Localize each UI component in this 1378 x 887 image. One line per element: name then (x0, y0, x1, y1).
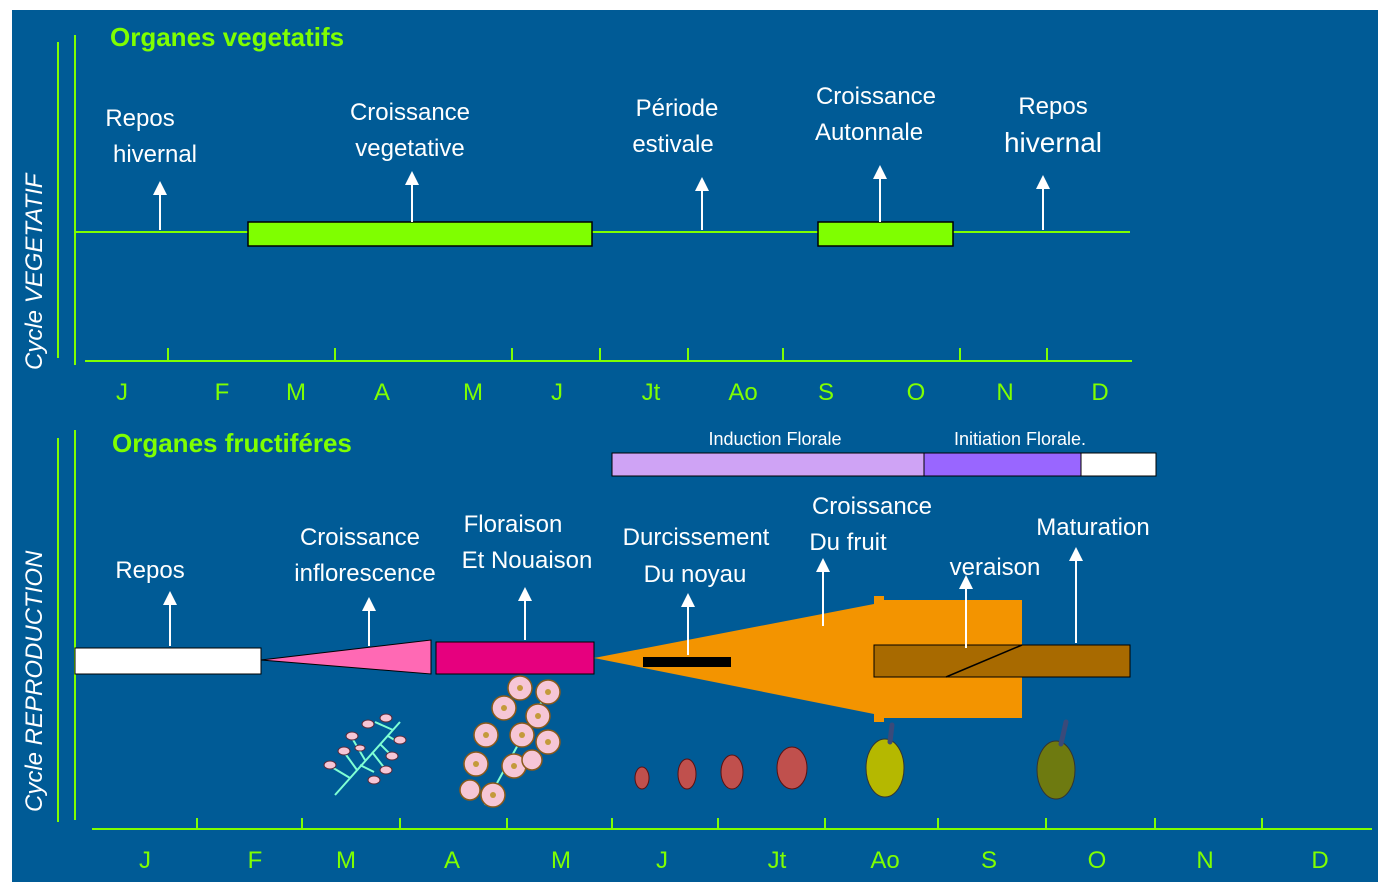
month-label: D (1091, 379, 1108, 406)
month-label: M (551, 847, 571, 874)
month-label: S (981, 847, 997, 874)
veg-stage-label: estivale (632, 131, 713, 158)
month-label: Ao (728, 379, 757, 406)
repro-stage-label: veraison (950, 554, 1041, 581)
bar-croissance-automnale (818, 222, 953, 246)
bar-maturation (874, 645, 1130, 677)
repro-stage-label: Croissance (300, 524, 420, 551)
repro-stage-label: Du fruit (809, 529, 887, 556)
repro-stage-label: Du noyau (644, 561, 747, 588)
heading-vegetative: Organes vegetatifs (110, 22, 344, 52)
repro-stage-label: Et Nouaison (462, 547, 593, 574)
label-initiation-florale: Initiation Florale. (954, 429, 1086, 449)
veg-stage-label: hivernal (113, 141, 197, 168)
bar-initiation-florale (924, 453, 1081, 476)
month-label: S (818, 379, 834, 406)
label-induction-florale: Induction Florale (708, 429, 841, 449)
side-label-vegetatif: Cycle VEGETATIF (21, 172, 48, 370)
month-label: D (1311, 847, 1328, 874)
veg-stage-label: Repos (105, 105, 174, 132)
repro-stage-label: Maturation (1036, 514, 1149, 541)
month-label: F (215, 379, 230, 406)
month-label: Ao (870, 847, 899, 874)
month-label: M (336, 847, 356, 874)
bar-post-initiation (1081, 453, 1156, 476)
heading-fructifere: Organes fructiféres (112, 428, 352, 458)
veg-stage-label: Croissance (350, 99, 470, 126)
month-label: M (286, 379, 306, 406)
veg-stage-label: hivernal (1004, 127, 1102, 158)
veg-stage-label: Croissance (816, 83, 936, 110)
month-label: J (656, 847, 668, 874)
month-label: F (248, 847, 263, 874)
month-label: M (463, 379, 483, 406)
veg-stage-label: Période (636, 95, 719, 122)
repro-stage-label: Durcissement (623, 524, 770, 551)
veg-stage-label: Autonnale (815, 119, 923, 146)
veg-stage-label: vegetative (355, 135, 464, 162)
side-label-reproduction: Cycle REPRODUCTION (21, 550, 48, 812)
bar-floraison (436, 642, 594, 674)
month-label: O (907, 379, 926, 406)
repro-stage-label: inflorescence (294, 560, 435, 587)
month-label: O (1088, 847, 1107, 874)
repro-stage-label: Croissance (812, 493, 932, 520)
bar-croissance-vegetative (248, 222, 592, 246)
bar-durcissement-noyau (643, 657, 731, 667)
bar-repos (75, 648, 261, 674)
month-label: A (374, 379, 390, 406)
repro-stage-label: Floraison (464, 511, 563, 538)
month-label: J (139, 847, 151, 874)
month-label: A (444, 847, 460, 874)
month-label: J (551, 379, 563, 406)
bar-induction-florale (612, 453, 924, 476)
month-label: N (996, 379, 1013, 406)
month-label: Jt (642, 379, 661, 406)
veg-stage-label: Repos (1018, 93, 1087, 120)
month-label: Jt (768, 847, 787, 874)
month-label: J (116, 379, 128, 406)
month-label: N (1196, 847, 1213, 874)
repro-stage-label: Repos (115, 557, 184, 584)
